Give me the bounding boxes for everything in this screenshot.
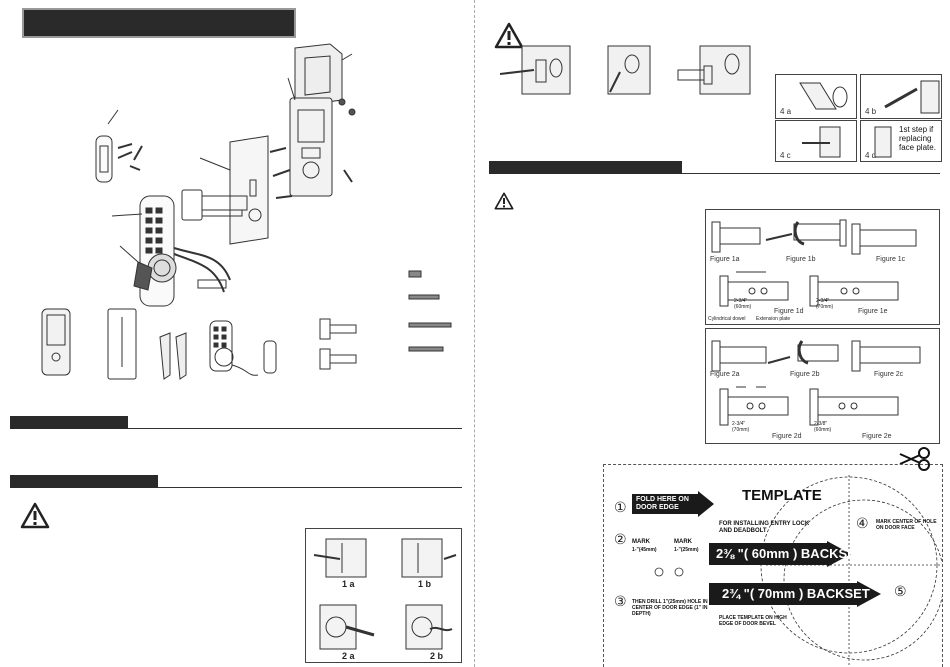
- latch-adjust-figure-2: Figure 2a Figure 2b Figure 2c Figure 2d …: [705, 328, 940, 444]
- exploded-parts-diagram: [95, 43, 356, 307]
- latch-adjust-figure-2-drawing: [711, 340, 921, 426]
- latch-adjust-figure-1: Figure 1a Figure 1b Figure 1c Figure 1d …: [705, 209, 940, 325]
- backset-70-text: 2¾ "( 70mm ) BACKSET: [722, 586, 870, 601]
- parts-inventory-row: [41, 308, 357, 380]
- cutout-template: TEMPLATE ① FOLD HERE ON DOOR EDGE FOR IN…: [603, 464, 943, 667]
- title-bar: [22, 8, 296, 38]
- figure-4c: 4 c: [775, 120, 857, 162]
- figure-1a-label: Figure 1a: [710, 256, 740, 263]
- scissors-icon: [899, 447, 930, 471]
- figure-2a-caption: 2 a: [342, 651, 355, 661]
- figure-1b-caption: 1 b: [418, 579, 432, 589]
- dim-2a: 2-3/4" (70mm): [732, 421, 749, 433]
- step-5-number: ⑤: [894, 583, 907, 599]
- drill-instruction: THEN DRILL 1"(25mm) HOLE IN CENTER OF DO…: [632, 599, 708, 617]
- warning-icon-top: [494, 22, 524, 49]
- mark-1-dim: 1-"(45mm): [632, 547, 657, 553]
- section-rule-2: [158, 487, 462, 488]
- figure-2b-label: Figure 2b: [790, 371, 820, 378]
- figure-4c-caption: 4 c: [780, 151, 791, 160]
- cylindrical-dowel-label: Cylindrical dowel: [708, 316, 746, 322]
- dim-1b-inch: 2-3/4": [816, 298, 830, 304]
- backset-60-text: 2⅜ "( 60mm ) BACKSET: [716, 546, 864, 561]
- figure-4d-note: 1st step if replacing face plate.: [899, 125, 936, 152]
- step-3-number: ③: [614, 593, 627, 609]
- section-bar-1: [10, 416, 128, 429]
- section-rule-right: [682, 173, 940, 174]
- figure-1e-label: Figure 1e: [858, 308, 888, 315]
- figure-4b-caption: 4 b: [865, 107, 877, 116]
- figure-1a-caption: 1 a: [342, 579, 355, 589]
- mark-2-dim: 1-"(25mm): [674, 547, 699, 553]
- dim-2a-mm: (70mm): [732, 427, 750, 433]
- figure-2b-caption: 2 b: [430, 651, 444, 661]
- mark-1-label: MARK: [632, 539, 650, 545]
- place-template-text: PLACE TEMPLATE ON HIGH EDGE OF DOOR BEVE…: [719, 615, 787, 627]
- dim-2b-mm: (60mm): [814, 427, 832, 433]
- extension-plate-label: Extension plate: [756, 316, 791, 322]
- dim-2b-inch: 2-3/8": [814, 421, 828, 427]
- dim-1b-mm: (70mm): [816, 304, 834, 310]
- section-bar-2: [10, 475, 158, 488]
- page-divider: [474, 0, 475, 667]
- figure-1d-label: Figure 1d: [774, 308, 804, 315]
- figure-4d-caption: 4 d: [865, 151, 877, 160]
- step-1-number: ①: [614, 499, 627, 515]
- backset-70-arrow: [709, 581, 881, 607]
- figure-4b-drawing: [884, 80, 940, 114]
- figure-2c-label: Figure 2c: [874, 371, 904, 378]
- step-4-number: ④: [856, 515, 869, 531]
- figure-4a-drawing: [799, 82, 848, 110]
- figure-door-prep-box: 1 a 1 b 2 a 2 b: [305, 528, 462, 663]
- latch-adjust-figure-1-drawing: [711, 219, 917, 307]
- figure-4a-caption: 4 a: [780, 107, 792, 116]
- backset-60-arrow: [709, 541, 851, 567]
- warning-icon-right: [494, 192, 514, 210]
- fold-arrow: [632, 491, 714, 517]
- screw-legend-icons: [408, 270, 452, 352]
- dim-2a-inch: 2-3/4": [732, 421, 746, 427]
- figure-2a-label: Figure 2a: [710, 371, 740, 378]
- figure-1b-label: Figure 1b: [786, 256, 816, 263]
- figure-4d: 4 d 1st step if replacing face plate.: [860, 120, 942, 162]
- figure-2d-label: Figure 2d: [772, 433, 802, 440]
- mark-2-label: MARK: [674, 539, 692, 545]
- figure-4b: 4 b: [860, 74, 942, 119]
- figure-4a: 4 a: [775, 74, 857, 119]
- dim-1a-inch: 2-3/4": [734, 298, 748, 304]
- section-bar-right: [489, 161, 682, 174]
- figure-4d-drawing: [874, 126, 892, 158]
- figure-1c-label: Figure 1c: [876, 256, 906, 263]
- figure-2e-label: Figure 2e: [862, 433, 892, 440]
- figure-4c-drawing: [802, 126, 841, 158]
- mark-center-text: MARK CENTER OF HOLE ON DOOR FACE: [876, 519, 937, 531]
- dim-1a: 2-3/4" (60mm): [734, 298, 751, 310]
- dim-2b: 2-3/8" (60mm): [814, 421, 831, 433]
- section-rule-1: [128, 428, 462, 429]
- template-title: TEMPLATE: [742, 487, 822, 504]
- warning-icon: [20, 502, 50, 529]
- fold-arrow-text: FOLD HERE ON DOOR EDGE: [636, 496, 689, 511]
- door-edge-illustrations: [500, 45, 751, 95]
- dim-1b: 2-3/4" (70mm): [816, 298, 833, 310]
- for-installing-text: FOR INSTALLING ENTRY LOCK AND DEADBOLT: [719, 521, 810, 534]
- figure-door-prep-drawings: [313, 538, 457, 650]
- step-2-number: ②: [614, 531, 627, 547]
- dim-1a-mm: (60mm): [734, 304, 752, 310]
